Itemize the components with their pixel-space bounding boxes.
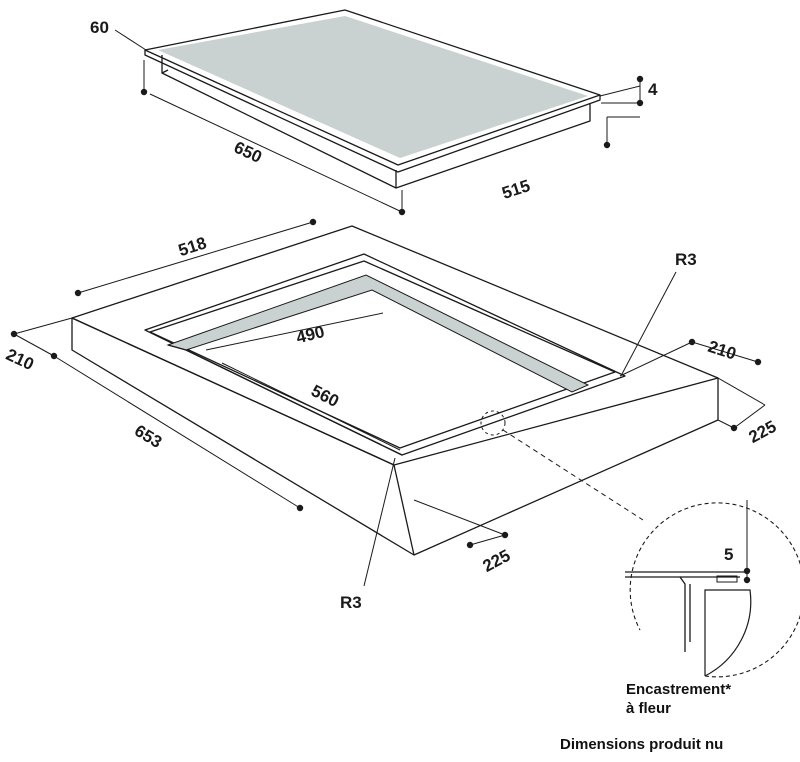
hob-drawing: [114, 9, 644, 216]
cutout-drawing: [10, 218, 766, 587]
caption-note: Dimensions produit nu: [560, 736, 724, 753]
label-cutout-inner-width: 490: [294, 322, 326, 347]
label-cutout-outer-left: 653: [131, 421, 165, 452]
cutout-recess: [166, 274, 590, 393]
label-detail-gap: 5: [724, 545, 733, 564]
detail-marker: [480, 410, 506, 436]
flush-detail: [625, 500, 800, 678]
caption-flush-line2: à fleur: [626, 700, 672, 717]
label-cutout-outer-top: 518: [176, 233, 209, 260]
label-hob-width: 515: [500, 176, 533, 203]
label-front-offset: 225: [480, 546, 514, 576]
label-back-offset: 225: [746, 417, 780, 447]
label-hob-depth: 650: [231, 138, 265, 167]
label-cutout-inner-depth: 560: [308, 381, 342, 411]
label-hob-thickness: 60: [90, 18, 109, 37]
label-left-margin: 210: [3, 345, 37, 374]
label-radius-left: R3: [340, 593, 362, 612]
hob-glass-panel: [158, 16, 588, 158]
caption-flush-line1: Encastrement*: [626, 681, 732, 698]
label-radius-right: R3: [675, 250, 697, 269]
label-right-margin: 210: [706, 337, 739, 364]
label-hob-edge: 4: [648, 80, 658, 99]
